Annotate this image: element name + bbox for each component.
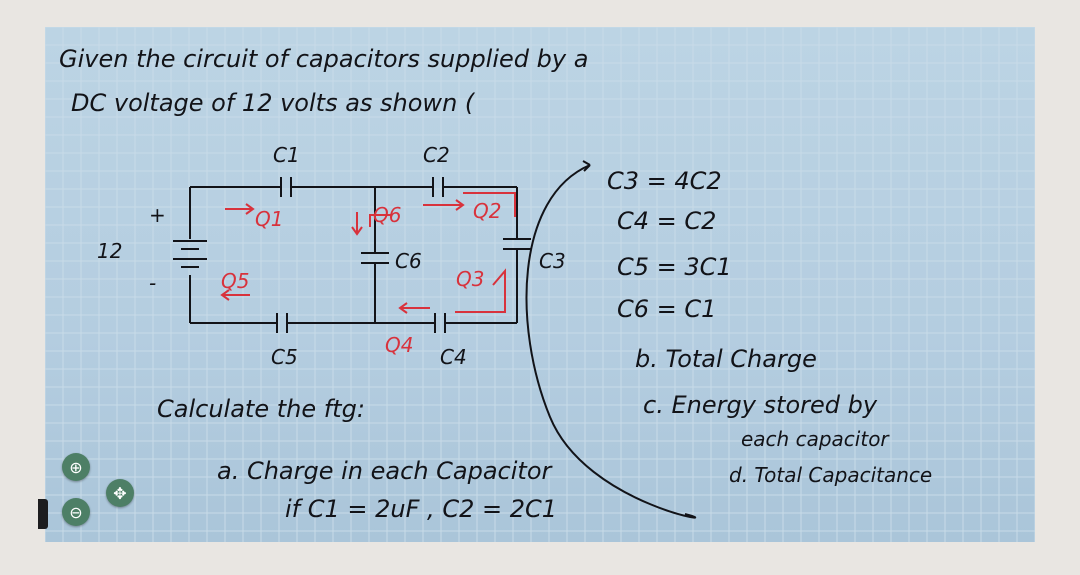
q6-arrow xyxy=(351,226,363,236)
label-c3: C3 xyxy=(539,249,566,273)
paper-grid xyxy=(45,27,1035,542)
label-c6: C6 xyxy=(395,249,422,273)
q5-arrow xyxy=(220,289,230,301)
q4-arrow xyxy=(398,302,408,314)
relation-c3: C3 = 4C2 xyxy=(607,167,722,195)
relation-c6: C6 = C1 xyxy=(617,295,717,323)
task-given: if C1 = 2uF , C2 = 2C1 xyxy=(285,495,558,523)
label-q2: Q2 xyxy=(473,199,502,223)
task-intro: Calculate the ftg: xyxy=(157,395,365,423)
zoom-in-button[interactable]: ⊕ xyxy=(62,453,90,481)
zoom-out-button[interactable]: ⊖ xyxy=(62,498,90,526)
whiteboard-photo: Given the circuit of capacitors supplied… xyxy=(45,27,1035,542)
label-q6: Q6 xyxy=(373,203,402,227)
relation-c4: C4 = C2 xyxy=(617,207,717,235)
task-b: b. Total Charge xyxy=(635,345,817,373)
side-panel-tab[interactable] xyxy=(38,499,48,529)
q6-box xyxy=(369,214,392,227)
label-q3: Q3 xyxy=(456,267,485,291)
source-voltage: 12 xyxy=(97,239,123,263)
label-c1: C1 xyxy=(273,143,300,167)
label-c2: C2 xyxy=(423,143,450,167)
label-q5: Q5 xyxy=(221,269,250,293)
zoom-out-icon: ⊖ xyxy=(69,502,83,522)
label-q1: Q1 xyxy=(255,207,284,231)
problem-line-1: Given the circuit of capacitors supplied… xyxy=(59,45,589,73)
task-a: a. Charge in each Capacitor xyxy=(217,457,552,485)
task-c-line1: c. Energy stored by xyxy=(643,391,878,419)
bracket-arrow xyxy=(583,164,591,172)
label-c5: C5 xyxy=(271,345,298,369)
task-c-line2: each capacitor xyxy=(741,427,889,451)
label-c4: C4 xyxy=(440,345,467,369)
q2-arrow xyxy=(455,199,465,211)
pan-icon: ✥ xyxy=(113,483,127,503)
pan-button[interactable]: ✥ xyxy=(106,479,134,507)
relation-c5: C5 = 3C1 xyxy=(617,253,732,281)
source-minus: - xyxy=(149,271,157,295)
q3-bracket xyxy=(455,268,506,313)
source-plus: + xyxy=(149,203,166,227)
problem-line-2: DC voltage of 12 volts as shown ( xyxy=(71,89,475,117)
bracket-arrow xyxy=(582,160,591,166)
q1-arrow xyxy=(245,203,255,215)
task-d: d. Total Capacitance xyxy=(729,463,933,487)
zoom-in-icon: ⊕ xyxy=(69,457,83,477)
label-q4: Q4 xyxy=(385,333,414,357)
q2-box xyxy=(463,192,516,217)
bracket-curve xyxy=(525,164,696,519)
circuit-diagram xyxy=(173,160,696,519)
